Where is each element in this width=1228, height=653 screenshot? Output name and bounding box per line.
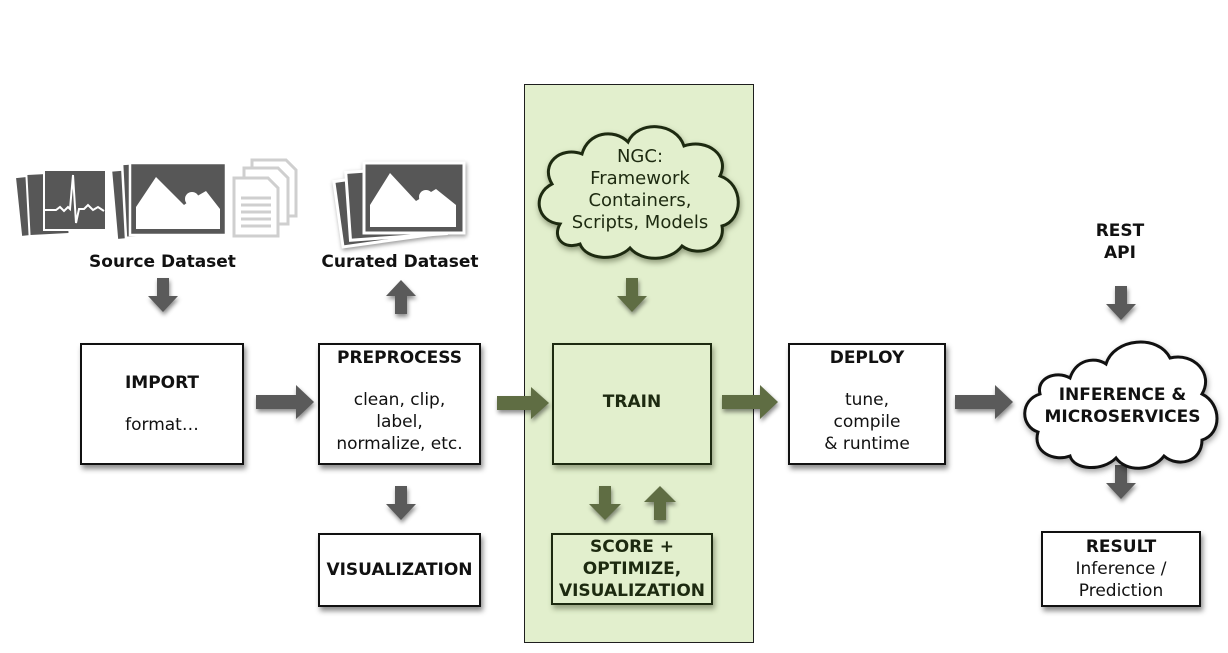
arrow-right-preprocess-to-train xyxy=(497,387,549,419)
arrow-down-rest-to-inference xyxy=(1106,286,1136,320)
source-dataset-label: Source Dataset xyxy=(89,252,236,272)
arrow-down-inference-to-result xyxy=(1106,465,1136,499)
train-title: TRAIN xyxy=(602,392,662,412)
preprocess-body-line: clean, clip, xyxy=(353,390,446,410)
preprocess-body-line: normalize, etc. xyxy=(336,434,463,454)
visualization-box[interactable]: VISUALIZATION xyxy=(318,533,481,607)
ngc-line: NGC: xyxy=(616,146,664,167)
deploy-body-line: tune, xyxy=(844,390,890,410)
score-line: SCORE + xyxy=(589,537,675,557)
document-stack-icon xyxy=(232,158,298,238)
inference-line: INFERENCE & xyxy=(1058,385,1187,405)
import-box[interactable]: IMPORT format… xyxy=(80,343,244,465)
arrow-right-import-to-preprocess xyxy=(256,385,314,419)
score-line: VISUALIZATION xyxy=(558,581,706,601)
visualization-title: VISUALIZATION xyxy=(326,560,473,580)
arrow-down-source-to-import xyxy=(148,278,178,312)
preprocess-box[interactable]: PREPROCESS clean, clip, label, normalize… xyxy=(318,343,481,465)
deploy-body-line: compile xyxy=(833,412,901,432)
arrow-right-deploy-to-inference xyxy=(955,385,1013,419)
arrow-down-ngc-to-train xyxy=(617,278,647,312)
arrow-right-train-to-deploy xyxy=(722,385,778,419)
ngc-line: Scripts, Models xyxy=(571,212,709,233)
curated-photo-stack-icon xyxy=(332,161,466,249)
result-body-line: Inference / xyxy=(1075,559,1167,579)
rest-api-label: REST API xyxy=(1080,220,1160,264)
train-box[interactable]: TRAIN xyxy=(552,343,712,465)
landscape-photo-stack-icon xyxy=(109,161,228,242)
import-body: format… xyxy=(125,415,199,435)
result-body-line: Prediction xyxy=(1078,581,1164,601)
preprocess-body-line: label, xyxy=(376,412,423,432)
inference-line: MICROSERVICES xyxy=(1044,407,1201,427)
rest-line: REST xyxy=(1095,221,1145,241)
curated-dataset-label: Curated Dataset xyxy=(321,252,479,272)
preprocess-title: PREPROCESS xyxy=(337,348,462,368)
arrow-up-score-to-train xyxy=(644,486,676,520)
arrow-down-preprocess-to-visualization xyxy=(386,486,416,520)
ngc-cloud-icon xyxy=(537,125,740,260)
result-box[interactable]: RESULT Inference / Prediction xyxy=(1041,531,1201,607)
ngc-line: Containers, xyxy=(588,190,692,211)
deploy-title: DEPLOY xyxy=(829,348,905,368)
inference-cloud-icon xyxy=(1023,340,1219,470)
ngc-line: Framework xyxy=(590,168,690,189)
inference-text: INFERENCE & MICROSERVICES xyxy=(1030,384,1215,428)
result-title: RESULT xyxy=(1085,537,1157,557)
rest-line: API xyxy=(1104,243,1136,263)
arrow-up-preprocess-to-curated xyxy=(386,280,416,314)
ngc-text: NGC: Framework Containers, Scripts, Mode… xyxy=(540,146,740,234)
ecg-photo-stack-icon xyxy=(13,169,107,239)
score-optimize-box[interactable]: SCORE + OPTIMIZE, VISUALIZATION xyxy=(551,533,713,605)
import-title: IMPORT xyxy=(124,373,200,393)
deploy-box[interactable]: DEPLOY tune, compile & runtime xyxy=(788,343,946,465)
arrow-down-train-to-score xyxy=(589,486,621,520)
deploy-body-line: & runtime xyxy=(824,434,910,454)
score-line: OPTIMIZE, xyxy=(582,559,682,579)
